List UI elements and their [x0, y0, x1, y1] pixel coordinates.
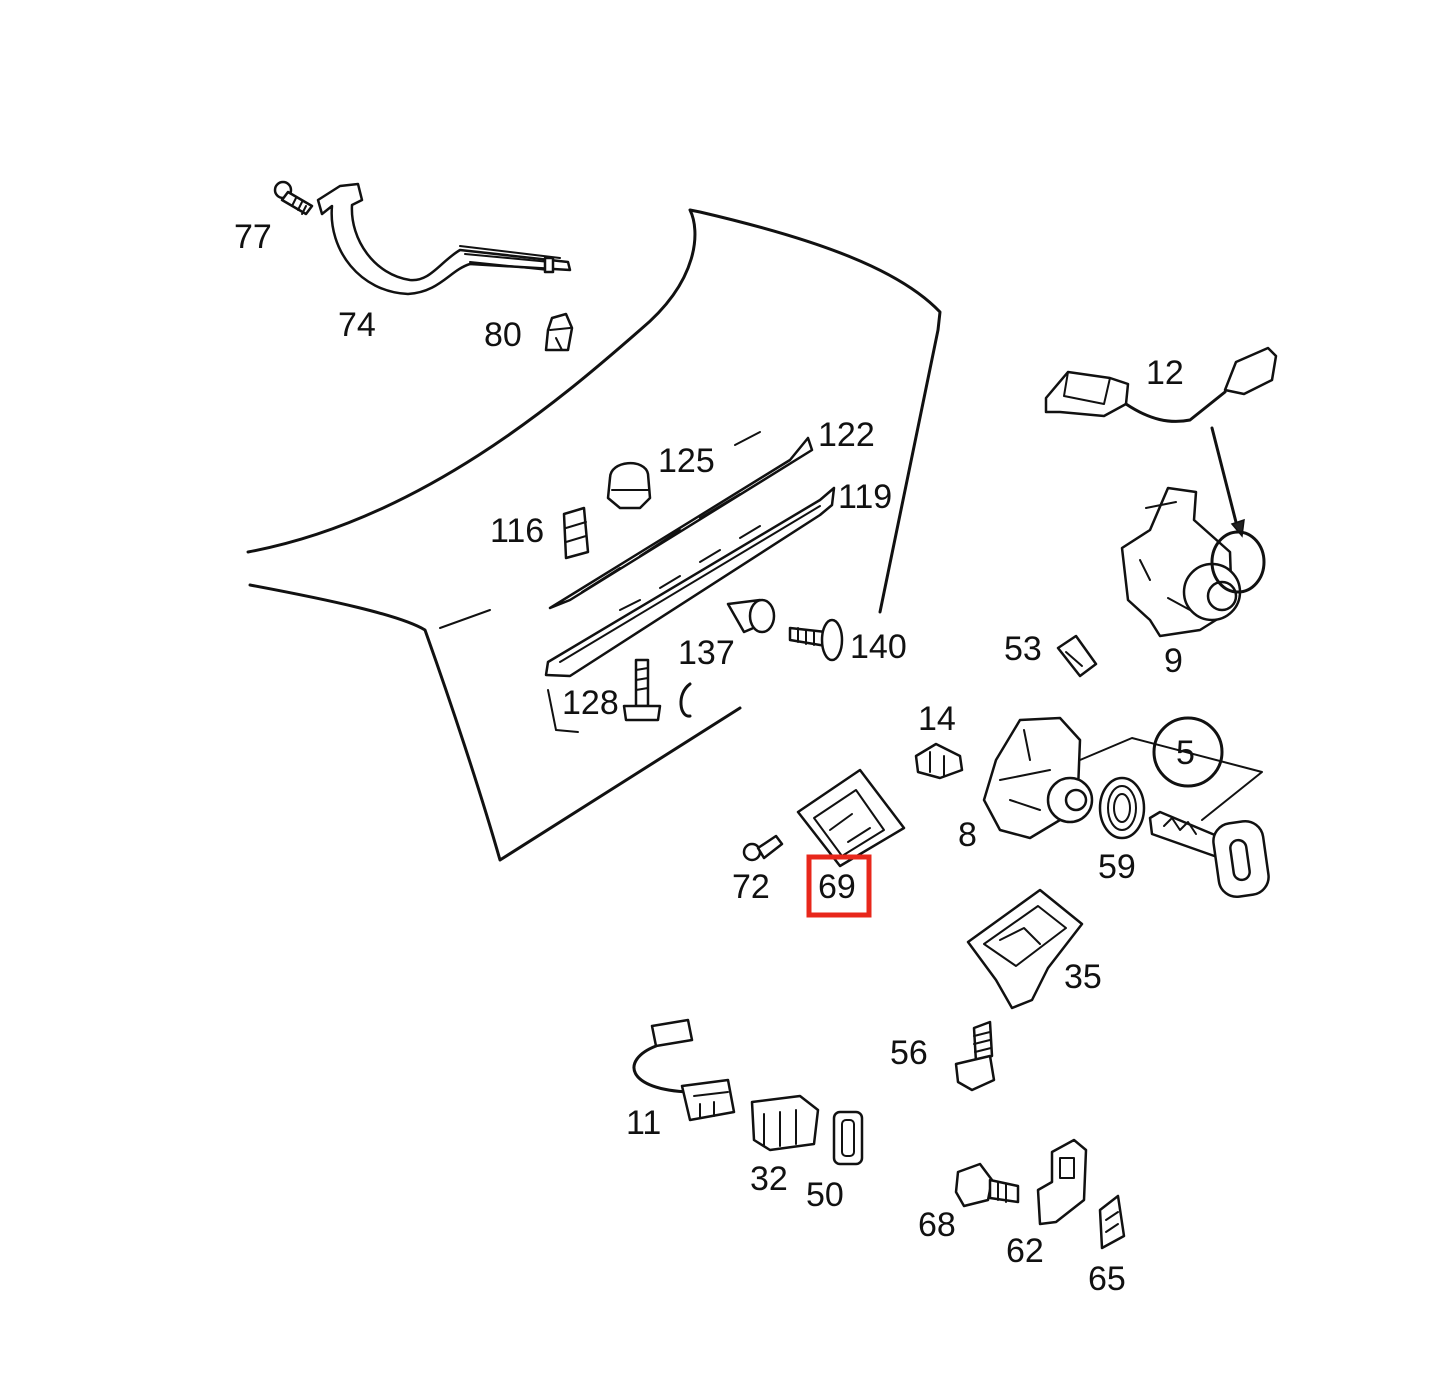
label-59: 59 — [1098, 848, 1136, 886]
label-72: 72 — [732, 868, 770, 906]
part-69-icon — [796, 768, 906, 868]
label-62: 62 — [1006, 1232, 1044, 1270]
label-116: 116 — [490, 512, 544, 550]
part-50-icon — [832, 1110, 864, 1166]
part-62-icon — [1036, 1138, 1088, 1226]
part-53-icon — [1056, 634, 1098, 678]
label-68: 68 — [918, 1206, 956, 1244]
label-8: 8 — [958, 816, 977, 854]
label-12: 12 — [1146, 354, 1184, 392]
part-32-icon — [750, 1094, 820, 1152]
key-icon — [1148, 810, 1270, 899]
label-11: 11 — [626, 1104, 661, 1142]
label-14: 14 — [918, 700, 956, 738]
part-122-icon — [548, 436, 814, 610]
label-50: 50 — [806, 1176, 844, 1214]
part-128-icon — [622, 658, 692, 722]
part-56-icon — [954, 1020, 996, 1092]
label-137: 137 — [678, 634, 735, 672]
trunk-lid — [246, 208, 942, 862]
part-74-icon — [316, 182, 572, 296]
part-59-icon — [1098, 776, 1146, 840]
label-5: 5 — [1176, 734, 1195, 772]
label-125: 125 — [658, 442, 715, 480]
part-72-icon — [742, 834, 784, 862]
label-35: 35 — [1064, 958, 1102, 996]
label-128: 128 — [562, 684, 619, 722]
part-125-icon — [606, 461, 652, 510]
label-56: 56 — [890, 1034, 928, 1072]
part-5-callout — [1079, 716, 1263, 821]
part-65-icon — [1098, 1194, 1126, 1250]
part-8-icon — [982, 716, 1094, 840]
part-68-icon — [954, 1162, 1020, 1208]
label-74: 74 — [338, 306, 376, 344]
part-12-icon — [1044, 346, 1278, 538]
label-80: 80 — [484, 316, 522, 354]
part-9-icon — [1120, 486, 1266, 638]
label-69: 69 — [818, 868, 856, 906]
part-11-icon — [632, 1018, 736, 1122]
part-35-icon — [966, 888, 1084, 1010]
label-77: 77 — [234, 218, 272, 256]
label-32: 32 — [750, 1160, 788, 1198]
label-65: 65 — [1088, 1260, 1126, 1298]
part-77-icon — [273, 180, 314, 216]
part-137-icon — [726, 598, 776, 634]
part-116-icon — [562, 506, 590, 560]
label-122: 122 — [818, 416, 875, 454]
part-14-icon — [914, 742, 964, 780]
bracket-line — [547, 689, 579, 733]
label-119: 119 — [838, 478, 892, 516]
part-140-icon — [788, 618, 844, 662]
label-53: 53 — [1004, 630, 1042, 668]
part-80-icon — [544, 312, 574, 352]
part-119-icon — [544, 486, 836, 678]
label-140: 140 — [850, 628, 907, 666]
highlight-box-69 — [806, 854, 872, 918]
label-9: 9 — [1164, 642, 1183, 680]
